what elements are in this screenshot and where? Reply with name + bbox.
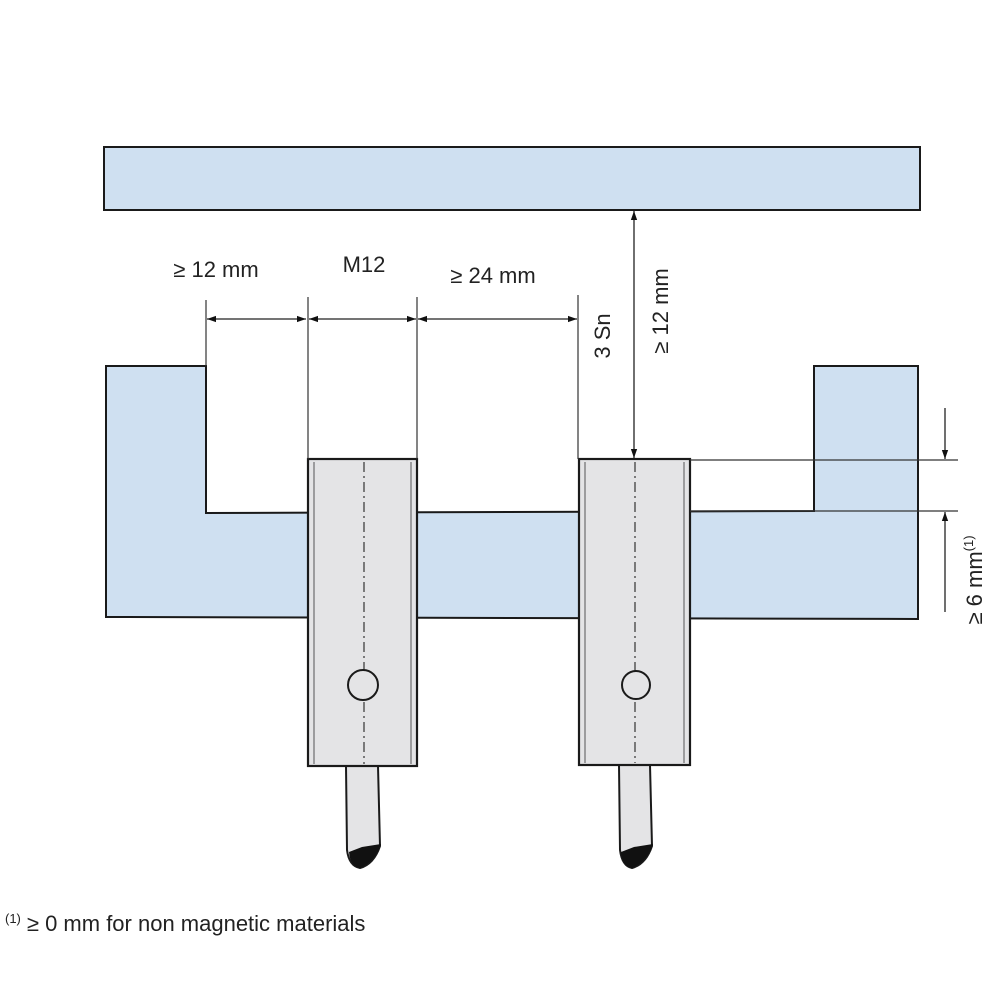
label-protrusion-value: ≥ 6 mm	[962, 551, 987, 624]
label-vertical-gap: ≥ 12 mm	[648, 268, 673, 353]
label-sensing-distance: 3 Sn	[590, 313, 615, 358]
footnote-text: ≥ 0 mm for non magnetic materials	[27, 911, 366, 936]
cable-tip-right	[621, 844, 653, 868]
label-gap-left: ≥ 12 mm	[173, 257, 258, 282]
target-plate	[103, 146, 921, 211]
mounting-bracket	[105, 365, 919, 621]
cable-tip-left	[349, 844, 381, 868]
label-protrusion: ≥ 6 mm(1)	[961, 535, 987, 624]
footnote-ref: (1)	[5, 911, 21, 926]
label-gap-between: ≥ 24 mm	[450, 263, 535, 288]
footnote: (1) ≥ 0 mm for non magnetic materials	[5, 911, 365, 936]
sensor-right	[577, 457, 692, 870]
led-indicator-right	[621, 670, 651, 700]
label-protrusion-note-ref: (1)	[961, 535, 976, 551]
sensor-body-left	[306, 457, 419, 768]
sensor-left	[306, 457, 419, 870]
led-indicator-left	[347, 669, 379, 701]
label-sensor-size: M12	[343, 252, 386, 277]
